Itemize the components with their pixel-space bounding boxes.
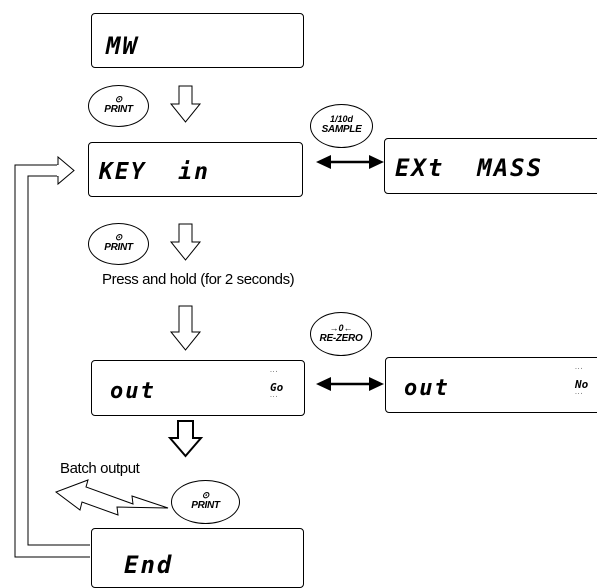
print-button-3[interactable]: ⊙ PRINT [171,480,240,524]
display-ext-mass: EXt MASS [384,138,597,194]
sample-button[interactable]: 1/10d SAMPLE [310,104,373,148]
toggle-arrow-rezero [316,377,384,391]
display-mw: MW [91,13,304,68]
print-button-2-label: PRINT [104,242,133,253]
display-ext-mass-text: EXt MASS [395,154,544,182]
batch-output-label: Batch output [60,460,140,477]
sample-button-top-label: 1/10d [329,114,353,124]
display-key-in: KEY in [88,142,303,197]
display-out-no: out ˙˙˙ No ˙˙˙ [385,357,597,413]
print-button-3-label: PRINT [191,500,220,511]
rezero-button-label: RE-ZERO [319,333,363,344]
display-out-go-indicator: Go [270,381,284,394]
display-out-go-text: out [110,379,156,404]
toggle-arrow-sample [316,155,384,169]
print-icon: ⊙ [201,490,210,500]
display-end-text: End [124,551,174,579]
print-icon: ⊙ [114,232,123,242]
press-hold-label: Press and hold (for 2 seconds) [102,271,295,288]
print-button-1[interactable]: ⊙ PRINT [88,85,149,127]
print-icon: ⊙ [114,94,123,104]
display-out-go: out ˙˙˙ Go ˙˙˙ [91,360,305,416]
rezero-icon: →0← [329,323,353,333]
blink-mark-bottom: ˙˙˙ [575,392,583,401]
down-arrow-4 [167,420,204,458]
loop-arrow-head [57,155,75,186]
blink-mark-bottom: ˙˙˙ [270,395,278,404]
blink-mark-top: ˙˙˙ [270,370,278,379]
display-key-in-text: KEY in [99,159,210,185]
rezero-button[interactable]: →0← RE-ZERO [310,312,372,356]
down-arrow-1 [169,85,202,123]
display-out-no-text: out [404,376,450,401]
display-out-no-indicator: No [575,378,589,391]
display-end: End [91,528,304,588]
batch-output-arrow [54,479,169,516]
down-arrow-2 [169,223,202,261]
sample-button-label: SAMPLE [321,124,362,135]
down-arrow-3 [169,305,202,351]
print-button-1-label: PRINT [104,104,133,115]
print-button-2[interactable]: ⊙ PRINT [88,223,149,265]
display-mw-text: MW [106,32,139,60]
loop-back-line [14,164,90,558]
blink-mark-top: ˙˙˙ [575,367,583,376]
